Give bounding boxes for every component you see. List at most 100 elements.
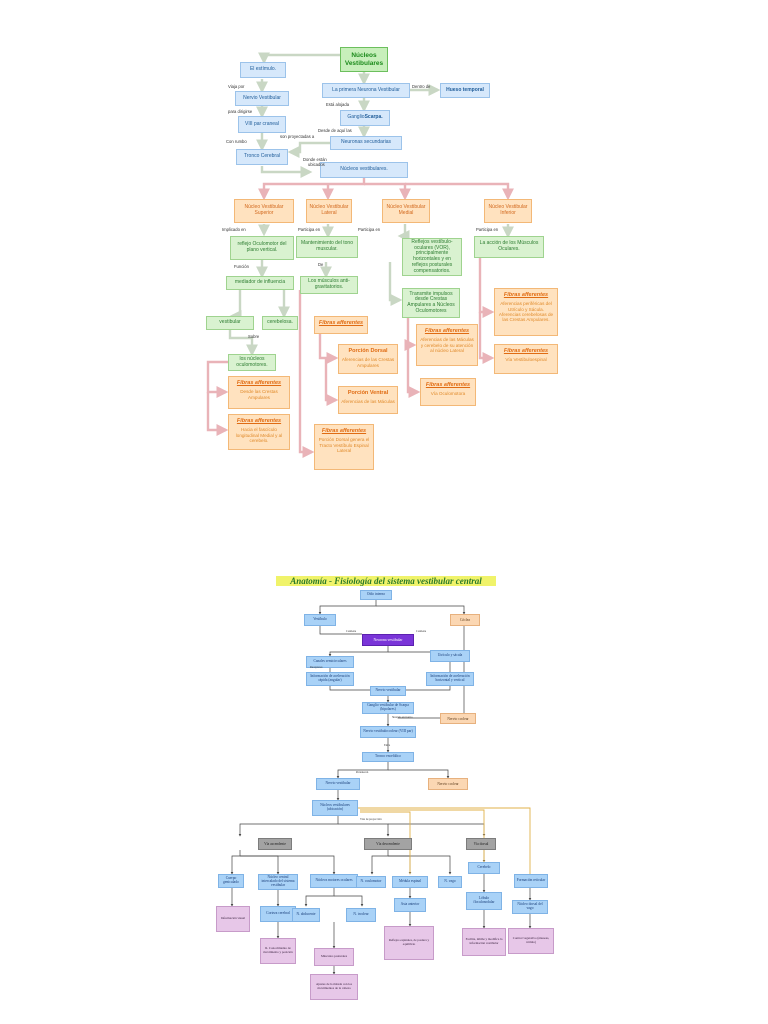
node-nucleos-vestibulares: Núcleos vestibulares. [320,162,408,178]
node-nucleo-vestibular-superior: Núcleo Vestibular Superior [234,199,294,223]
node-accion-musculos-oculares: La acción de los Músculos Oculares. [474,236,544,258]
node-mediador-influencia: mediador de influencia [226,276,294,290]
node-nucleos-vestibulares-b: Núcleos vestibulares (ubicación) [312,800,358,816]
card-body: Hacia el fascículo longitudinal Medial y… [235,427,283,443]
card-title: Fibras afferentes [236,380,282,386]
node-nucleos-motores: Núcleos motores oculares [310,874,358,888]
node-medula-espinal: Médula espinal [392,876,428,888]
node-n-troclear: N. troclear [346,908,376,922]
node-info-aceleracion-lineal: Información de aceleración horizontal y … [426,672,474,686]
node-n-vago: N. vago [438,876,462,888]
node-coclea: Cóclea [450,614,480,626]
node-neurona-vestibular: Neurona vestibular [362,634,414,646]
node-musculos-antigravitatorios: Los músculos anti-gravitatorios. [300,276,358,294]
node-nucleo-central: Núcleo central intercalado del sistema v… [258,874,298,890]
node-nervio-coclear: Nervio coclear [440,713,476,724]
label-funcion: Función [234,264,249,269]
card-fibras-aferentes-tracto: Fibras afferentes Porción Dorsal genera … [314,424,374,470]
label-implicado-en: Implicado en [222,227,246,232]
node-formacion-reticular: Formación reticular [514,874,548,888]
node-reflejos-vestibulo-oculares: Reflejos vestíbulo-oculares (VOR), princ… [402,238,462,276]
node-vestibulo: Vestíbulo [304,614,336,626]
node-n-abducente: N. abducente [292,908,320,922]
label-son-proyectadas: son proyectadas a [280,134,315,139]
label-desde-aqui: Desde de aquí las [318,128,352,133]
label-receptores: Receptores [310,666,323,669]
card-body: Aferencias de las Máculas [341,399,395,405]
card-body: Aferencias periféricas del Utrículo y Sá… [498,301,554,323]
card-title: Fibras afferentes [425,382,471,388]
node-oido-interno: Oído interno [360,590,392,600]
node-nucleo-dorsal-vago: Núcleo dorsal del vago [512,900,548,914]
node-asta-anterior: Asta anterior [394,898,426,912]
label-pertenecen: Pertenecen [356,771,369,774]
card-body: Vía Oculomotora [430,391,466,397]
card-fibras-aferentes-lateral: Fibras afferentes [314,316,368,334]
node-corteza-cerebral: Corteza cerebral [260,906,296,922]
ganglio-label: Ganglio [347,114,365,121]
label-vias: Vías de proyección [360,818,382,821]
node-utriculo-sacula: Utrículo y sácula [430,650,470,662]
node-estimulo: El estímulo. [240,62,286,78]
scarpa-label: Scarpa. [364,114,383,121]
node-tronco-encefalico: Tronco encefálico [362,752,414,762]
node-tronco-cerebral: Tronco Cerebral [236,149,288,165]
label-entra: Entra [384,744,391,747]
label-viaja-por: Viaja por [228,84,245,89]
node-informacion-visual: Información visual [216,906,250,932]
card-body: Vía Vestibuloespinal [505,357,547,363]
node-n-oculomotor: N. oculomotor [356,876,386,888]
diagram-title: Anatomía - Fisiología del sistema vestib… [276,576,496,586]
node-cerebelo: Cerebelo [468,862,500,874]
node-via-ascendente: Vía ascendente [258,838,292,850]
node-nucleo-vestibular-lateral: Núcleo Vestibular Lateral [306,199,352,223]
node-nucleo-vestibular-inferior: Núcleo Vestibular Inferior [484,199,532,223]
card-body: Aferencias de las Máculas y cerebelo de … [420,337,474,353]
label-para-dirigirse: para dirigirse [228,109,253,114]
node-reflejos-espinales: Reflejos espinales, de postura y equilib… [384,926,434,960]
card-title: Fibras afferentes [321,428,367,434]
node-nervio-vestibular: Nervio Vestibular [235,91,289,106]
label-dentro-de: Dentro de [412,84,431,89]
label-contiene-2: Contiene [416,630,427,633]
card-porcion-ventral: Porción Ventral Aferencias de las Mácula… [338,386,398,414]
node-info-aceleracion-angular: Información de aceleración rápida (angul… [306,672,354,686]
node-vestibular: vestibular [206,316,254,330]
label-contiene: Contiene [346,630,357,633]
label-esta-alojada: Está alojada [326,102,350,107]
card-fibras-aferentes-1: Fibras afferentes Desde las Crestas Ampu… [228,376,290,409]
node-ajustes-mirada: Ajustes de la mirada con los movimientos… [310,974,358,1000]
node-nucleos-oculomotores: los núcleos oculomotores. [228,354,276,371]
node-primera-neurona: La primera Neurona Vestibular [322,83,410,98]
node-canales-semicirculares: Canales semicirculares [306,656,354,668]
node-hueso-temporal: Hueso temporal [440,83,490,98]
node-ganglio-scarpa: Ganglio Scarpa. [340,110,390,126]
node-nervio-vestibular: Nervio vestibular [370,686,406,696]
label-donde-estan: Donde están [303,157,327,162]
label-de: De [318,262,324,267]
card-porcion-dorsal: Porción Dorsal Aferencias de las Crestas… [338,344,398,374]
label-ubicados: ubicados [308,162,325,167]
node-nervio-vestibulococlear: Nervio vestibulococlear (VIII par) [360,726,416,738]
node-nervio-coclear-2: Nervio coclear [428,778,468,790]
card-body: Desde las Crestas Ampulares [240,389,278,400]
node-lobulo-floculonodular: Lóbulo floculonodular [466,892,502,910]
node-conocimiento-movimiento: R. Conocimiento de movimiento y posición [260,938,296,964]
node-transmite-impulsos: Transmite impulsos desde Crestas Ampular… [402,288,460,318]
node-cerebelosa: cerebelosa. [262,316,298,330]
node-control-vegetativo: Control vegetativo (náuseas, vómito) [508,928,554,954]
card-title: Fibras afferentes [236,418,282,424]
label-sobre: Sobre [248,334,260,339]
node-facilita-inhibe: Facilita, inhibe y modifica la informaci… [462,928,506,956]
node-mantenimiento-tono: Mantenimiento del tono muscular. [296,236,358,258]
card-body: Porción Dorsal genera el Tracto Vestíbul… [318,437,370,453]
label-sinapsis: Sinapsis en tronco [392,716,413,719]
node-viii-par-craneal: VIII par craneal [238,116,286,133]
card-title: Porción Dorsal [348,348,388,354]
node-nervio-vestibular-2: Nervio vestibular [316,778,360,790]
node-neuronas-secundarias: Neuronas secundarias [330,136,402,150]
card-fibras-aferentes-medial-2: Fibras afferentes Vía Oculomotora [420,378,476,406]
card-title: Fibras afferentes [503,292,549,298]
card-body: Aferencias de las Crestas Ampulares [341,357,395,368]
